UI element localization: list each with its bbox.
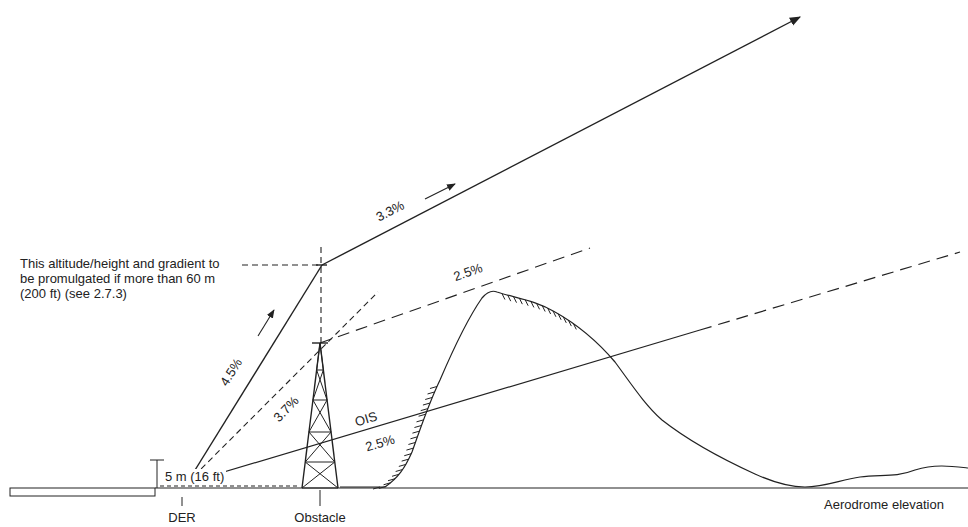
hatch-stroke	[408, 442, 415, 444]
gradient-label: 4.5%	[216, 354, 247, 390]
reference-dash	[160, 486, 300, 487]
terrain-hatching	[373, 294, 576, 489]
hatch-stroke	[402, 459, 409, 461]
gradient-label: 2.5%	[362, 431, 399, 455]
hatch-stroke	[563, 317, 566, 323]
hatch-stroke	[406, 448, 413, 450]
ois-line	[187, 330, 700, 483]
der-tick	[182, 497, 183, 506]
hatch-stroke	[508, 295, 511, 301]
gradient-label: 3.3%	[372, 197, 409, 226]
tower-brace	[313, 400, 327, 401]
direction-arrow	[425, 184, 455, 199]
aerodrome-elevation-line	[155, 487, 968, 488]
gradient-label: 2.5%	[450, 259, 487, 284]
obstacle-tick	[320, 490, 321, 506]
hatch-stroke	[384, 483, 391, 485]
hatch-stroke	[425, 397, 432, 399]
hatch-stroke	[568, 320, 571, 326]
hatch-stroke	[553, 311, 556, 317]
surface-label: OIS	[351, 408, 381, 430]
hatch-stroke	[525, 300, 528, 306]
terrain-outline	[340, 291, 968, 487]
hatch-stroke	[542, 306, 545, 312]
hatch-stroke	[379, 486, 386, 488]
hatch-stroke	[392, 474, 399, 476]
height-bracket-tick	[150, 460, 164, 461]
der-label: DER	[166, 510, 197, 525]
tower-brace	[317, 370, 324, 371]
hatch-stroke	[514, 297, 517, 303]
obstacle-vertical-dash	[320, 247, 321, 343]
hatch-stroke	[410, 437, 417, 439]
note-leader-dash	[242, 264, 321, 265]
hatch-stroke	[414, 426, 421, 428]
height-bracket	[157, 460, 158, 488]
gradient-3-3-line	[322, 17, 800, 265]
hatch-stroke	[423, 403, 430, 405]
height-dimension: 5 m (16 ft)	[163, 469, 226, 484]
gradient-2-5-line	[320, 248, 590, 343]
tower-brace	[302, 488, 338, 489]
hatch-stroke	[419, 414, 426, 416]
hatch-stroke	[430, 386, 437, 388]
hatch-stroke	[396, 469, 403, 471]
point-mark	[316, 264, 327, 265]
obstacle-tower	[302, 343, 338, 488]
hatch-stroke	[558, 314, 561, 320]
hatch-stroke	[537, 303, 540, 309]
gradient-3-7-line	[187, 292, 378, 483]
hatch-stroke	[412, 431, 419, 433]
hatch-stroke	[531, 301, 534, 307]
hatch-stroke	[519, 298, 522, 304]
tower-brace	[313, 370, 323, 400]
hatch-stroke	[388, 479, 395, 481]
tower-brace	[313, 400, 331, 432]
hatch-stroke	[404, 454, 411, 456]
hatch-stroke	[399, 464, 406, 466]
elevation-label: Aerodrome elevation	[822, 497, 946, 512]
hatch-stroke	[428, 392, 435, 394]
runway	[10, 488, 155, 496]
hatch-stroke	[548, 308, 551, 314]
promulgation-note: This altitude/height and gradient to be …	[18, 256, 234, 301]
hatch-stroke	[573, 323, 576, 329]
tower-brace	[309, 432, 335, 462]
hatch-stroke	[421, 409, 428, 411]
tower-brace	[305, 462, 338, 488]
tower-brace	[317, 343, 320, 370]
tower-brace	[309, 432, 331, 433]
direction-arrow	[258, 310, 274, 336]
hatch-stroke	[502, 294, 505, 300]
tower-brace	[305, 462, 335, 463]
obstacle-label: Obstacle	[292, 510, 347, 525]
tower-brace	[302, 462, 335, 488]
hatch-stroke	[416, 420, 423, 422]
ois-extension	[700, 252, 960, 330]
tower-brace	[309, 400, 327, 432]
gradient-label: 3.7%	[269, 392, 303, 427]
